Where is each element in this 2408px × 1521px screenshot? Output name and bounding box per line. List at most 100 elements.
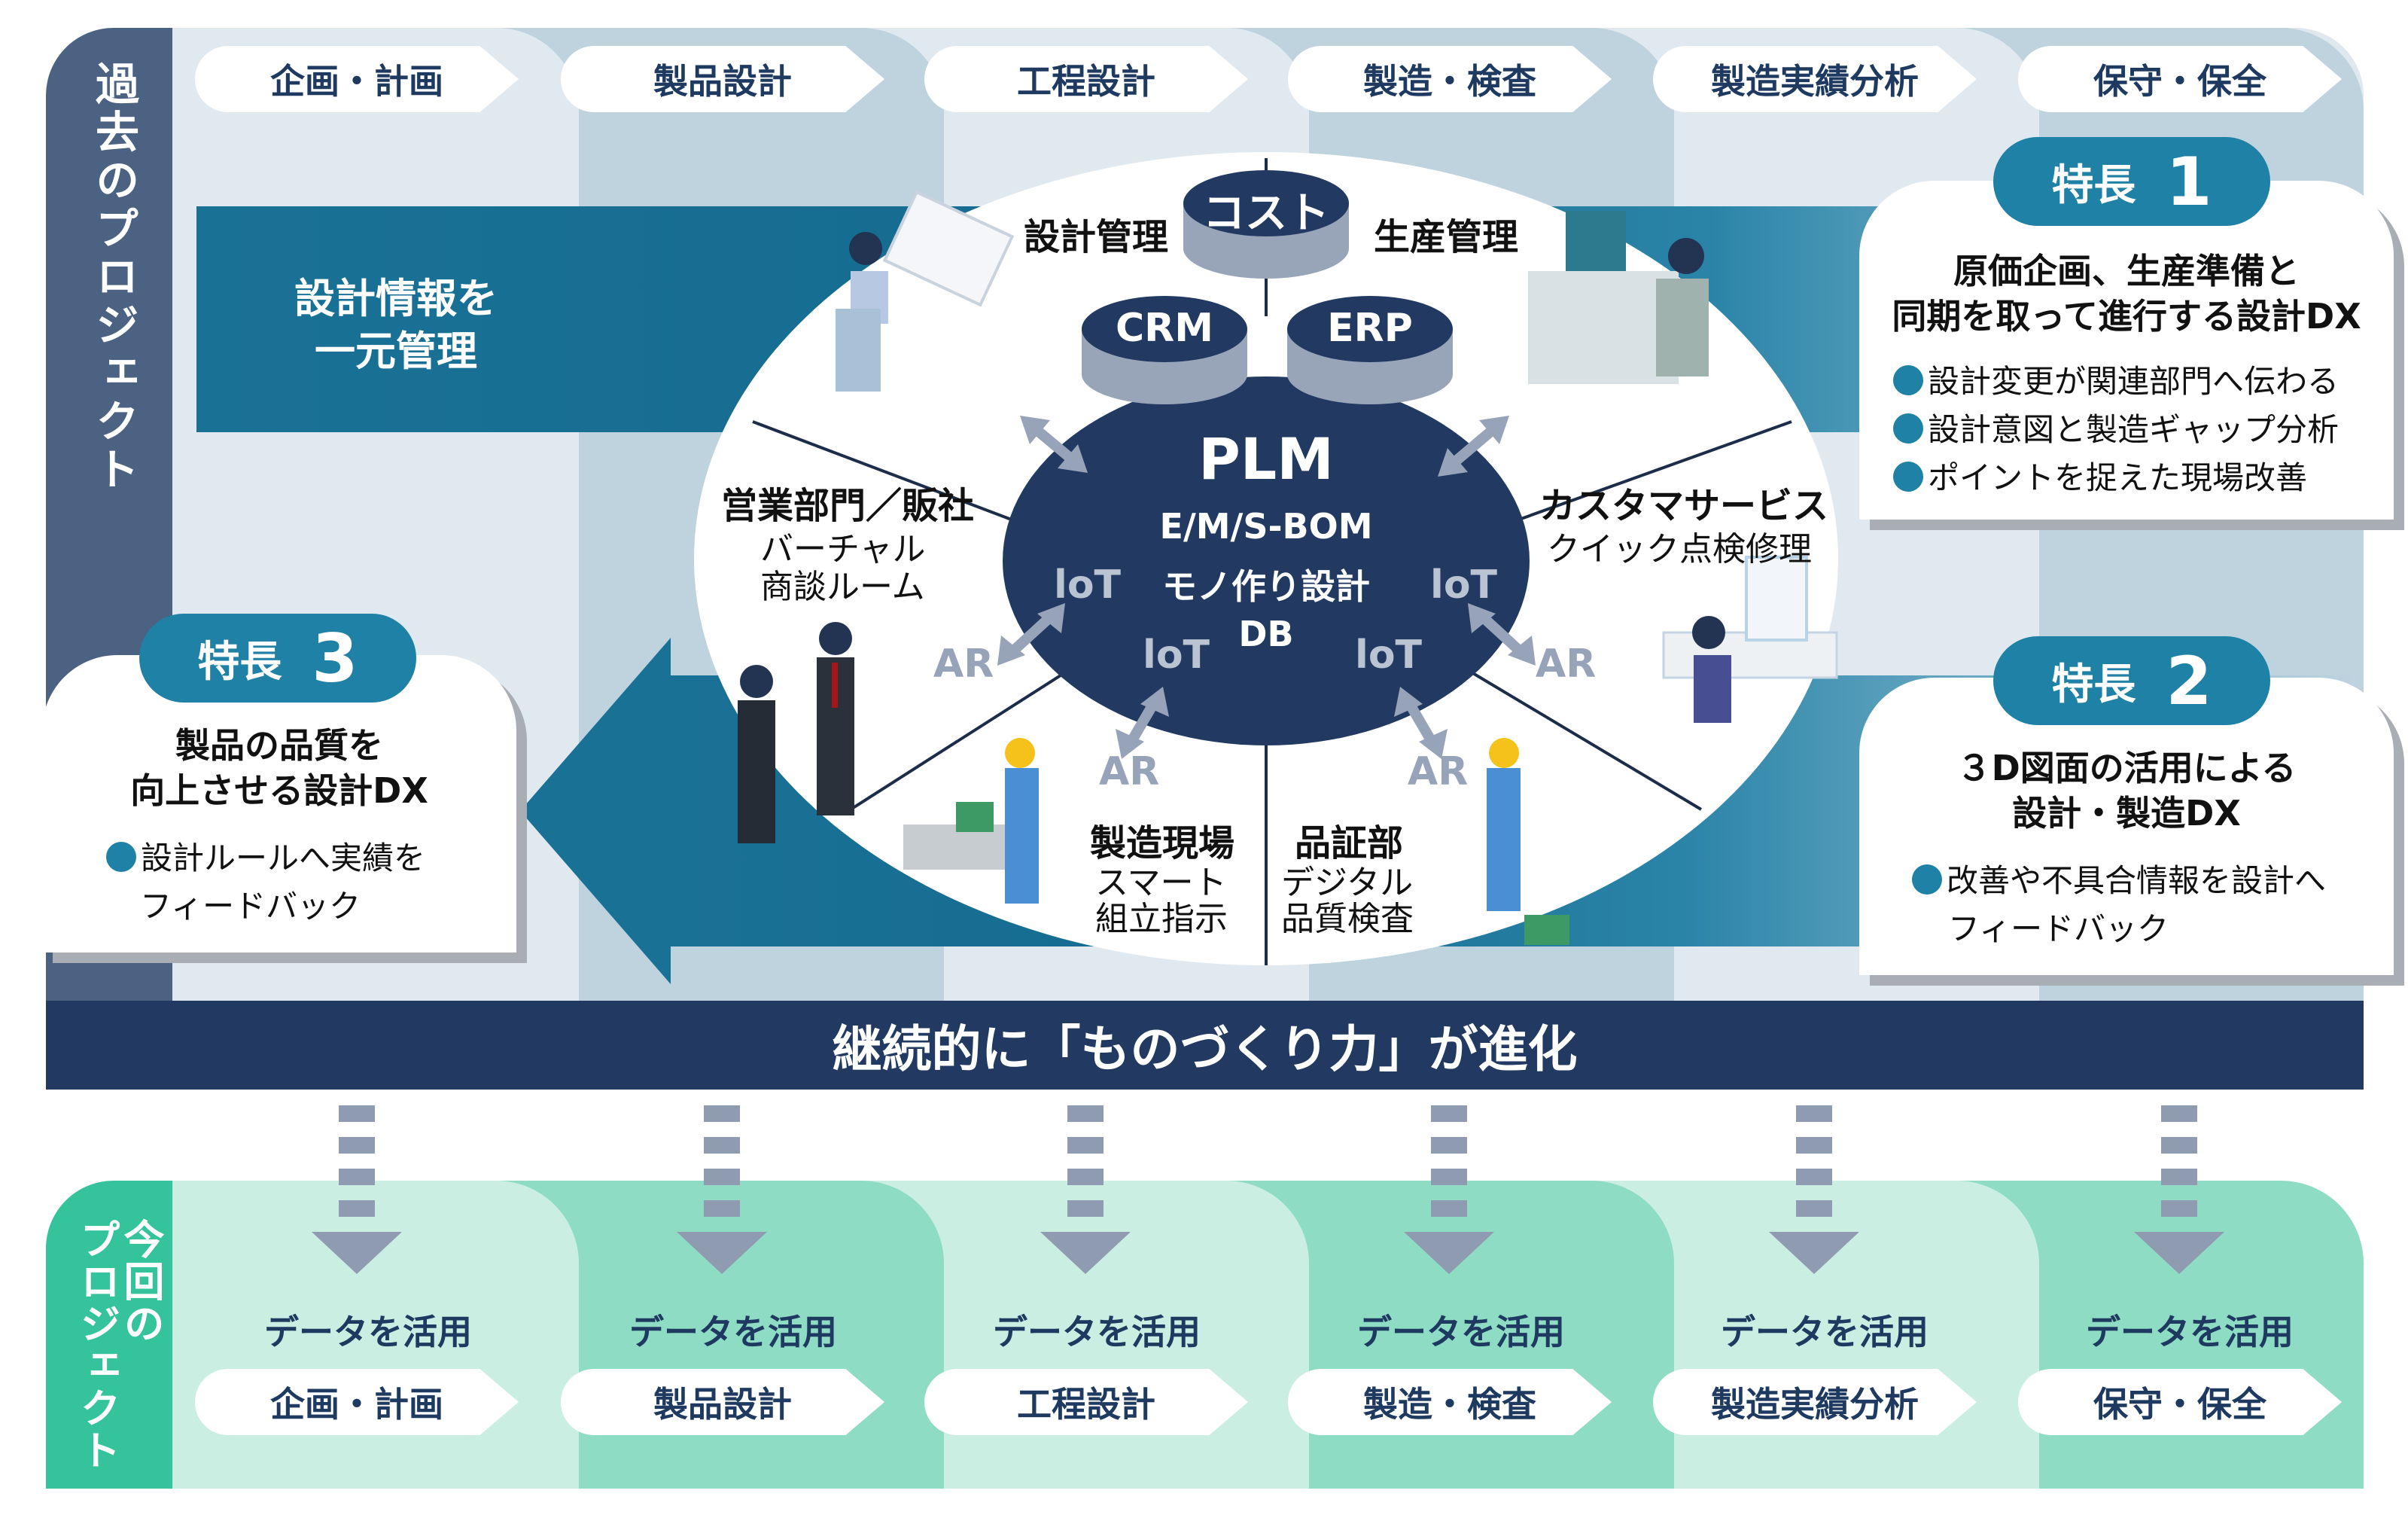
db-crm-label: CRM — [1116, 306, 1213, 351]
feature-badge-number: 1 — [2166, 142, 2212, 221]
bullet-dot-icon — [106, 842, 136, 872]
design-info-line1: 設計情報を — [294, 275, 498, 322]
design-info-label: 設計情報を 一元管理 — [245, 273, 546, 378]
db-erp-label: ERP — [1327, 306, 1413, 351]
use-data-label: データを活用 — [264, 1312, 472, 1352]
use-data-label: データを活用 — [2086, 1312, 2294, 1352]
current-project-section: 今回の プロジェクト データを活用 データを活用 データを活用 データを活用 デ… — [46, 1181, 2364, 1489]
feature-badge-label: 特長 — [2051, 160, 2136, 210]
feature-2-bullet-cont: フィードバック — [1948, 910, 2169, 947]
plm-title: PLM — [1198, 425, 1334, 492]
iot-label: loT — [1430, 562, 1498, 608]
quality-inspector-illustration — [1487, 738, 1569, 945]
feature-1-title-line1: 原価企画、生産準備と — [1953, 251, 2300, 291]
feature-3-bullet: 設計ルールへ実績を — [106, 834, 425, 882]
plm-line-bom: E/M/S-BOM — [1159, 506, 1373, 547]
phase-pill-planning[interactable]: 企画・計画 — [195, 46, 519, 112]
feature-1-bullet-text: 設計変更が関連部門へ伝わる — [1928, 363, 2340, 400]
feature-badge-label: 特長 — [197, 637, 282, 687]
current-project-label-col2: プロジェクト — [73, 1218, 120, 1471]
current-project-sidebar: 今回の プロジェクト — [46, 1181, 172, 1489]
current-phase-pill-manufacturing-inspection[interactable]: 製造・検査 — [1288, 1369, 1612, 1435]
feature-badge-1: 特長 1 — [1993, 137, 2270, 226]
assembly-worker-illustration — [903, 738, 1039, 904]
segment-shop-floor: 製造現場 — [1090, 822, 1235, 864]
iot-label: loT — [1054, 562, 1122, 608]
evolution-banner: 継続的に「ものづくり力」が進化 — [46, 1001, 2364, 1090]
feature-3-bullet-text: 設計ルールへ実績を — [141, 840, 426, 876]
bullet-dot-icon — [1893, 462, 1923, 492]
feature-badge-3: 特長 3 — [139, 614, 416, 703]
current-phase-pill-planning[interactable]: 企画・計画 — [195, 1369, 519, 1435]
current-phase-pill-product-design[interactable]: 製品設計 — [561, 1369, 884, 1435]
feature-1-bullet-text: ポイントを捉えた現場改善 — [1928, 459, 2308, 496]
db-cost-label: コスト — [1203, 189, 1329, 238]
use-data-label: データを活用 — [993, 1312, 1201, 1352]
feature-1-bullet: ポイントを捉えた現場改善 — [1893, 454, 2307, 502]
iot-label: loT — [1355, 632, 1423, 678]
plm-line-db: DB — [1238, 614, 1294, 654]
arrow-heads — [997, 416, 1536, 759]
segment-design-mgmt: 設計管理 — [1024, 216, 1169, 258]
current-phase-pill-maintenance[interactable]: 保守・保全 — [2018, 1369, 2342, 1435]
production-manager-illustration — [1528, 211, 1709, 384]
use-data-label: データを活用 — [1721, 1312, 1929, 1352]
designer-illustration — [836, 190, 1015, 392]
feature-1-bullet: 設計変更が関連部門へ伝わる — [1893, 358, 2339, 406]
db-cost — [1183, 170, 1349, 279]
bullet-dot-icon — [1893, 413, 1923, 443]
phase-pill-product-design[interactable]: 製品設計 — [561, 46, 884, 112]
plm-line-design: モノ作り設計 — [1162, 566, 1370, 607]
use-data-label: データを活用 — [629, 1312, 837, 1352]
design-info-line2: 一元管理 — [315, 328, 477, 375]
customer-service-illustration — [1662, 556, 1838, 723]
feature-1-bullet: 設計意図と製造ギャップ分析 — [1893, 406, 2339, 454]
db-erp — [1287, 296, 1453, 404]
segment-shop-floor-sub2: 組立指示 — [1095, 900, 1228, 938]
feature-3-title-line2: 向上させる設計DX — [130, 770, 428, 811]
segment-quality-sub2: 品質検査 — [1281, 900, 1414, 938]
ar-label: AR — [1099, 749, 1160, 794]
current-phase-pill-manufacturing-analysis[interactable]: 製造実績分析 — [1653, 1369, 1977, 1435]
segment-customer-service-sub1: クイック点検修理 — [1547, 530, 1812, 568]
bullet-dot-icon — [1912, 864, 1942, 895]
segment-sales: 営業部門／販社 — [721, 485, 975, 527]
segment-dividers — [752, 158, 1792, 965]
feature-1-bullet-text: 設計意図と製造ギャップ分析 — [1928, 411, 2340, 448]
feature-card-1: 原価企画、生産準備と 同期を取って進行する設計DX 設計変更が関連部門へ伝わる … — [1859, 181, 2394, 520]
feature-badge-label: 特長 — [2051, 660, 2136, 709]
feature-1-title-line2: 同期を取って進行する設計DX — [1892, 296, 2361, 337]
current-phase-pill-process-design[interactable]: 工程設計 — [924, 1369, 1248, 1435]
past-project-label: 過去のプロジェクト — [88, 61, 139, 495]
phase-pill-manufacturing-analysis[interactable]: 製造実績分析 — [1653, 46, 1977, 112]
segment-sales-sub1: バーチャル — [760, 530, 926, 568]
phase-pill-process-design[interactable]: 工程設計 — [924, 46, 1248, 112]
use-data-label: データを活用 — [1357, 1312, 1565, 1352]
ar-label: AR — [933, 642, 994, 687]
feature-2-title-line1: ３D図面の活用による — [1956, 748, 2297, 788]
bullet-dot-icon — [1893, 365, 1923, 395]
feature-badge-2: 特長 2 — [1993, 636, 2270, 725]
feature-badge-number: 2 — [2166, 642, 2212, 720]
segment-quality: 品証部 — [1295, 822, 1404, 864]
segment-shop-floor-sub1: スマート — [1095, 864, 1227, 902]
plm-core — [1003, 376, 1530, 745]
iot-label: loT — [1143, 632, 1210, 678]
feature-2-bullet: 改善や不具合情報を設計へ — [1912, 857, 2326, 905]
feature-3-title-line1: 製品の品質を — [175, 725, 383, 766]
ar-label: AR — [1536, 642, 1597, 687]
sales-handshake-illustration — [738, 622, 854, 843]
feature-card-2: ３D図面の活用による 設計・製造DX 改善や不具合情報を設計へ フィードバック — [1859, 678, 2394, 975]
phase-pill-maintenance[interactable]: 保守・保全 — [2018, 46, 2342, 112]
segment-sales-sub2: 商談ルーム — [760, 568, 925, 606]
feature-2-title-line2: 設計・製造DX — [2012, 793, 2241, 834]
feature-badge-number: 3 — [312, 619, 358, 697]
current-project-label-col1: 今回の — [117, 1218, 164, 1345]
segment-customer-service: カスタマサービス — [1539, 485, 1829, 527]
phase-pill-manufacturing-inspection[interactable]: 製造・検査 — [1288, 46, 1612, 112]
feature-2-bullet-text: 改善や不具合情報を設計へ — [1947, 862, 2327, 899]
segment-production-mgmt: 生産管理 — [1374, 216, 1519, 258]
feature-card-3: 製品の品質を 向上させる設計DX 設計ルールへ実績を フィードバック — [42, 655, 516, 953]
db-crm — [1082, 296, 1247, 404]
segment-quality-sub1: デジタル — [1281, 864, 1414, 902]
